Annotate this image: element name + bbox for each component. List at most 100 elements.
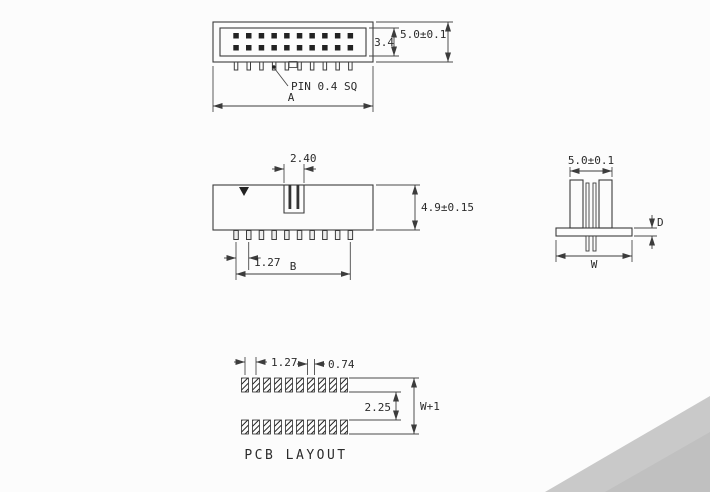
top-view-pin-stubs [233, 61, 353, 71]
dim-top-outer: 5.0±0.1 [376, 21, 453, 63]
dim-label-4-9: 4.9±0.15 [421, 201, 474, 214]
side-wall-right [598, 179, 613, 229]
pin-callout: PIN 0.4 SQ [272, 65, 357, 93]
pin-leg [296, 230, 303, 240]
pin-square [296, 33, 303, 39]
pcb-pad [274, 419, 282, 435]
pin-square [309, 45, 315, 51]
dim-label-W-plus-1: W+1 [420, 400, 440, 413]
pcb-pad [296, 419, 304, 435]
pin-square [258, 45, 265, 51]
side-base [555, 227, 633, 237]
dim-pad-width: 0.74 [297, 358, 355, 375]
pin-square [246, 45, 252, 51]
side-pin [585, 182, 590, 229]
side-view: 5.0±0.1 D W [555, 154, 664, 271]
front-view-pins [233, 230, 354, 240]
dim-label-B: B [290, 260, 297, 273]
pin-leg [322, 230, 328, 240]
pcb-pad [318, 419, 326, 435]
pcb-pad [318, 377, 326, 393]
dim-row-offset: 2.25 [349, 391, 401, 421]
dim-label-1-27-pcb: 1.27 [271, 356, 298, 369]
dim-label-5-0-top: 5.0±0.1 [400, 28, 446, 41]
pin-stub [297, 61, 302, 71]
pcb-pad-row-1 [241, 377, 348, 393]
dim-label-0-74: 0.74 [328, 358, 355, 371]
pcb-pad [307, 377, 315, 393]
dim-pad-pitch: 1.27 [234, 356, 298, 375]
dim-label-2-40: 2.40 [290, 152, 317, 165]
pin-stub [284, 61, 290, 71]
pin-stub [335, 61, 340, 71]
side-pin [592, 182, 597, 229]
photo-corner-shade-inner [605, 432, 710, 492]
side-pin-tail [585, 235, 590, 252]
dim-span-B: B [236, 242, 351, 280]
pin-square [334, 45, 341, 51]
side-wall-left [569, 179, 584, 229]
pin-leg [334, 230, 341, 240]
dim-row-span: W+1 [349, 377, 440, 435]
pin-stub [322, 61, 328, 71]
dim-label-W: W [591, 258, 598, 271]
pin-square [284, 45, 290, 51]
pin-square [347, 33, 354, 39]
top-view-inner-shroud [219, 27, 367, 57]
pin-leg [284, 230, 290, 240]
pcb-pad [252, 377, 260, 393]
pcb-layout-caption: PCB LAYOUT [244, 448, 347, 463]
pcb-pad [241, 377, 249, 393]
pin-square [271, 33, 277, 39]
polarization-key [288, 61, 298, 68]
pin-leg [233, 230, 239, 240]
dim-base-width-W: W [555, 240, 633, 271]
dim-top-width-A: A [212, 66, 374, 112]
pcb-pad [307, 419, 315, 435]
pin-stub [233, 61, 239, 71]
pcb-pad [274, 377, 282, 393]
pin-square [233, 45, 239, 51]
pin-square [347, 45, 354, 51]
dim-notch-width: 2.40 [272, 152, 317, 183]
pin-stub [259, 61, 264, 71]
pin-leg [258, 230, 265, 240]
pcb-pad [329, 377, 337, 393]
pcb-pad [329, 419, 337, 435]
dim-base-thickness-D: D [634, 215, 664, 249]
pin-square [271, 45, 277, 51]
pin-leg [246, 230, 252, 240]
pin-leg [347, 230, 354, 240]
dim-label-1-27-front: 1.27 [254, 256, 281, 269]
dim-label-A: A [288, 91, 295, 104]
dim-label-2-25: 2.25 [365, 401, 392, 414]
pin-square [322, 45, 328, 51]
dim-side-top-width: 5.0±0.1 [568, 154, 614, 177]
dim-top-inner: 3.4 [369, 27, 399, 57]
leader-dot [272, 65, 276, 69]
dim-pin-pitch: 1.27 [224, 242, 281, 280]
dim-label-3-4: 3.4 [374, 36, 394, 49]
pin-stub [348, 61, 353, 71]
pin-square [322, 33, 328, 39]
pin-square [309, 33, 315, 39]
notch-contact [296, 185, 300, 209]
front-view: 2.40 4.9±0.15 1.27 B [212, 152, 474, 280]
pcb-pad [285, 377, 293, 393]
dim-label-D: D [657, 216, 664, 229]
pcb-pad [252, 419, 260, 435]
pcb-layout: 1.27 0.74 2.25 W+1 PCB LAYOUT [234, 356, 440, 463]
pcb-pad [296, 377, 304, 393]
top-view-outer-body [212, 21, 374, 63]
pcb-pad [263, 377, 271, 393]
front-view-body [212, 184, 374, 231]
pin-leg [309, 230, 315, 240]
pin-square [233, 33, 239, 39]
pcb-pad [263, 419, 271, 435]
pcb-pad [285, 419, 293, 435]
pin-square [246, 33, 252, 39]
pin-callout-label: PIN 0.4 SQ [291, 80, 357, 93]
pin1-triangle-marker [239, 187, 249, 196]
